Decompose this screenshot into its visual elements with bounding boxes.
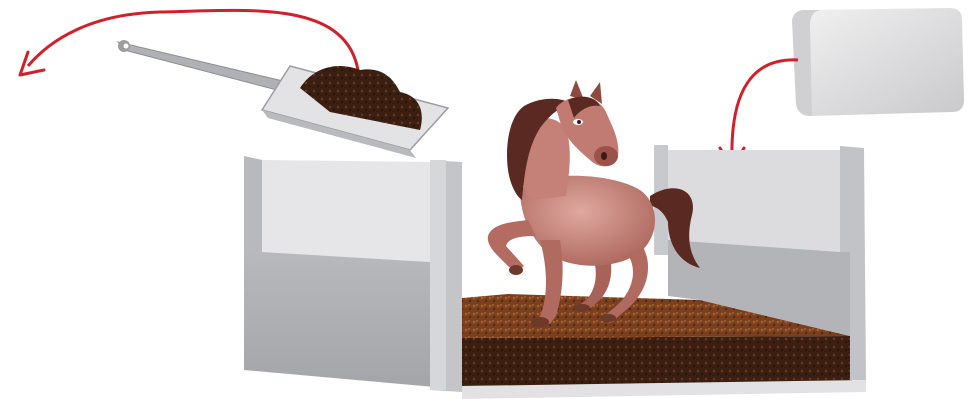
- back-wall-right: [660, 150, 840, 252]
- bedding-side: [460, 336, 852, 386]
- horse-mane: [506, 98, 572, 200]
- horse-tail: [650, 188, 700, 268]
- shovel-bedding: [300, 65, 422, 130]
- side-wall-left: [244, 156, 446, 388]
- horse: [487, 80, 700, 327]
- curved-arrow-left-icon: [18, 8, 360, 77]
- shovel: [116, 40, 450, 158]
- back-wall-left: [262, 160, 430, 262]
- bedding-bale: [792, 8, 964, 116]
- side-wall-right: [840, 146, 866, 380]
